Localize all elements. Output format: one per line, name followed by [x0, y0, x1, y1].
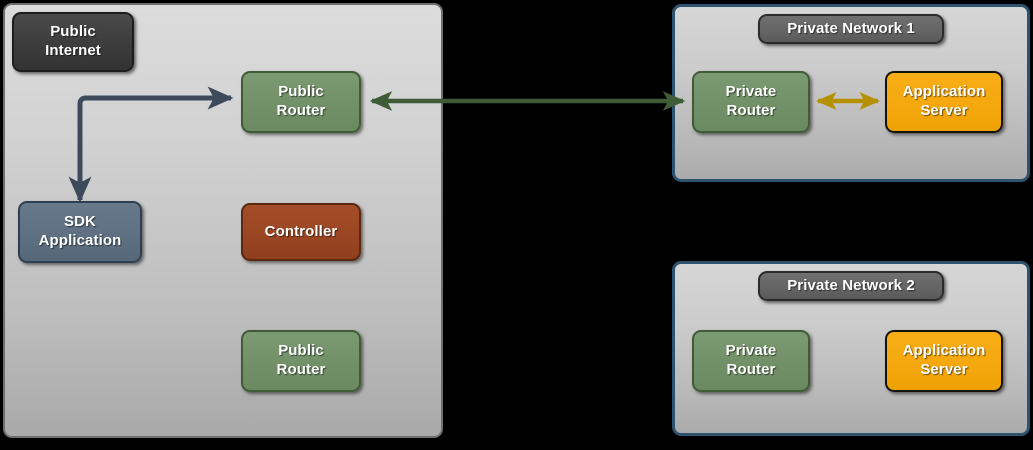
private-network-2-title: Private Network 2	[758, 271, 944, 301]
node-private-network-1-application-server[interactable]: Application Server	[885, 71, 1003, 133]
node-public-internet-label: Public Internet	[45, 23, 101, 59]
node-sdk-application-label: SDK Application	[38, 213, 122, 249]
private-network-2-title-label: Private Network 2	[787, 276, 915, 294]
node-public-internet[interactable]: Public Internet	[12, 12, 134, 72]
node-private-network-1-private-router[interactable]: Private Router	[692, 71, 810, 133]
node-controller-label: Controller	[264, 222, 338, 240]
node-private-network-1-private-router-label: Private Router	[725, 83, 777, 119]
node-private-network-2-application-server[interactable]: Application Server	[885, 330, 1003, 392]
node-private-network-2-private-router[interactable]: Private Router	[692, 330, 810, 392]
node-public-router-bottom-label: Public Router	[276, 342, 326, 378]
node-public-router-bottom[interactable]: Public Router	[241, 330, 361, 392]
node-private-network-2-application-server-label: Application Server	[902, 342, 986, 378]
private-network-1-title-label: Private Network 1	[787, 19, 915, 37]
node-private-network-1-application-server-label: Application Server	[902, 83, 986, 119]
node-public-router-top-label: Public Router	[276, 83, 326, 119]
node-controller[interactable]: Controller	[241, 203, 361, 261]
private-network-1-title: Private Network 1	[758, 14, 944, 44]
node-sdk-application[interactable]: SDK Application	[18, 201, 142, 263]
node-private-network-2-private-router-label: Private Router	[725, 342, 777, 378]
node-public-router-top[interactable]: Public Router	[241, 71, 361, 133]
